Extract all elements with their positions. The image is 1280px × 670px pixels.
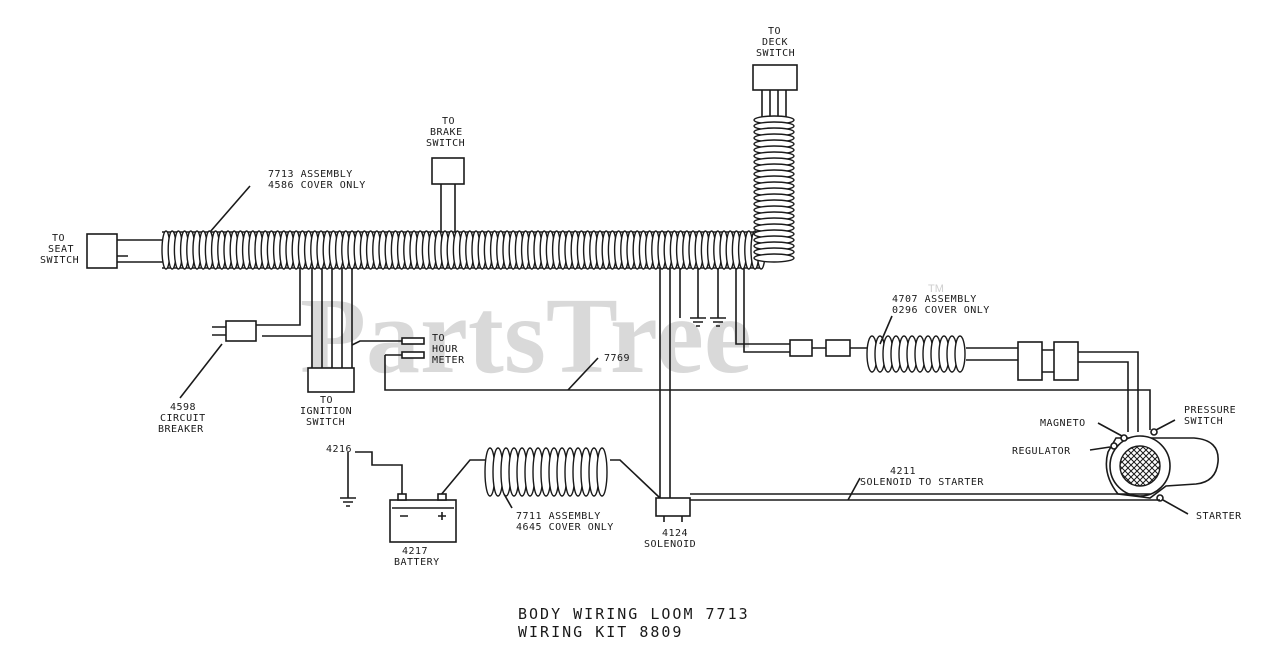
assembly-7711-loom (484, 447, 608, 497)
label-starter: STARTER (1196, 511, 1242, 522)
label-ignition-switch-2: IGNITION (300, 406, 352, 417)
label-battery-1: 4217 (402, 546, 428, 557)
deck-switch-connector (752, 64, 798, 91)
deck-switch-loom (753, 115, 795, 263)
label-circuit-breaker-1: 4598 (170, 402, 196, 413)
label-seat-switch-3: SWITCH (40, 255, 79, 266)
label-seat-switch-1: TO (52, 233, 65, 244)
assembly-4707-wires (735, 268, 790, 353)
label-circuit-breaker-3: BREAKER (158, 424, 204, 435)
label-brake-switch-1: TO (442, 116, 455, 127)
assembly-4707-loom (866, 335, 966, 373)
solenoid (655, 497, 691, 517)
label-seat-switch-2: SEAT (48, 244, 74, 255)
engine-harness-wires (1042, 349, 1139, 432)
main-wiring-loom (161, 230, 766, 270)
engine (1105, 428, 1219, 502)
caption-line-1: BODY WIRING LOOM 7713 (518, 605, 750, 623)
connector-4707-a (789, 339, 813, 357)
label-pressure-switch-2: SWITCH (1184, 416, 1223, 427)
connector-4707-c (1017, 341, 1043, 381)
label-brake-switch-3: SWITCH (426, 138, 465, 149)
connector-4707-d (1053, 341, 1079, 381)
label-wire-7769: 7769 (604, 353, 630, 364)
ignition-switch-connector (307, 367, 355, 393)
label-magneto: MAGNETO (1040, 418, 1086, 429)
brake-switch-connector (431, 157, 465, 185)
seat-switch-wires (117, 239, 165, 263)
hour-meter-connector-top (401, 337, 425, 345)
ground-symbol (690, 317, 726, 327)
label-hour-meter-2: HOUR (432, 344, 459, 355)
label-main-assembly-1: 7713 ASSEMBLY (268, 169, 353, 180)
ground-wires (679, 268, 719, 318)
label-solenoid-to-starter-1: 4211 (890, 466, 916, 477)
label-main-assembly-2: 4586 COVER ONLY (268, 180, 366, 191)
watermark-trademark: TM (928, 283, 944, 295)
label-hour-meter-3: METER (432, 355, 465, 366)
label-assembly-4707-1: 4707 ASSEMBLY (892, 294, 977, 305)
brake-switch-wires (440, 184, 456, 232)
regulator-terminal (1110, 442, 1118, 450)
label-assembly-7711-1: 7711 ASSEMBLY (516, 511, 601, 522)
battery-ground-symbol (340, 497, 356, 507)
caption-line-2: WIRING KIT 8809 (518, 623, 683, 641)
label-deck-switch-3: SWITCH (756, 48, 795, 59)
label-ignition-switch-1: TO (320, 395, 333, 406)
solenoid-feed-wires (659, 268, 671, 498)
pressure-switch-terminal (1150, 428, 1158, 436)
label-solenoid-1: 4124 (662, 528, 688, 539)
wire-7769 (351, 340, 1151, 430)
circuit-breaker (225, 320, 257, 342)
label-pressure-switch-1: PRESSURE (1184, 405, 1236, 416)
hour-meter-connector-bottom (401, 351, 425, 359)
label-assembly-7711-2: 4645 COVER ONLY (516, 522, 614, 533)
battery-to-7711-wire (439, 459, 490, 497)
labels: TO SEAT SWITCH TO BRAKE SWITCH TO DECK S… (40, 26, 1242, 641)
label-deck-switch-1: TO (768, 26, 781, 37)
ignition-branch-wires (255, 268, 353, 368)
magneto-terminal (1120, 434, 1128, 442)
loom-coil (596, 447, 608, 497)
watermark: PartsTree (300, 277, 752, 396)
solenoid-to-starter-cable (690, 493, 1160, 501)
connector-4707-b (825, 339, 851, 357)
ground-4216-wire (347, 451, 403, 498)
label-solenoid-to-starter-2: SOLENOID TO STARTER (860, 477, 984, 488)
deck-switch-wires (761, 90, 787, 118)
loom-coil (954, 335, 966, 373)
engine-leader-lines (1089, 419, 1189, 515)
label-battery-2: BATTERY (394, 557, 440, 568)
loom-coil (753, 253, 795, 263)
label-regulator: REGULATOR (1012, 446, 1071, 457)
seat-switch-connector (86, 233, 118, 269)
label-brake-switch-2: BRAKE (430, 127, 463, 138)
label-deck-switch-2: DECK (762, 37, 788, 48)
label-hour-meter-1: TO (432, 333, 445, 344)
battery (389, 499, 457, 543)
label-circuit-breaker-2: CIRCUIT (160, 413, 206, 424)
label-ground-4216: 4216 (326, 444, 352, 455)
label-ignition-switch-3: SWITCH (306, 417, 345, 428)
label-solenoid-2: SOLENOID (644, 539, 696, 550)
label-assembly-4707-2: 0296 COVER ONLY (892, 305, 990, 316)
